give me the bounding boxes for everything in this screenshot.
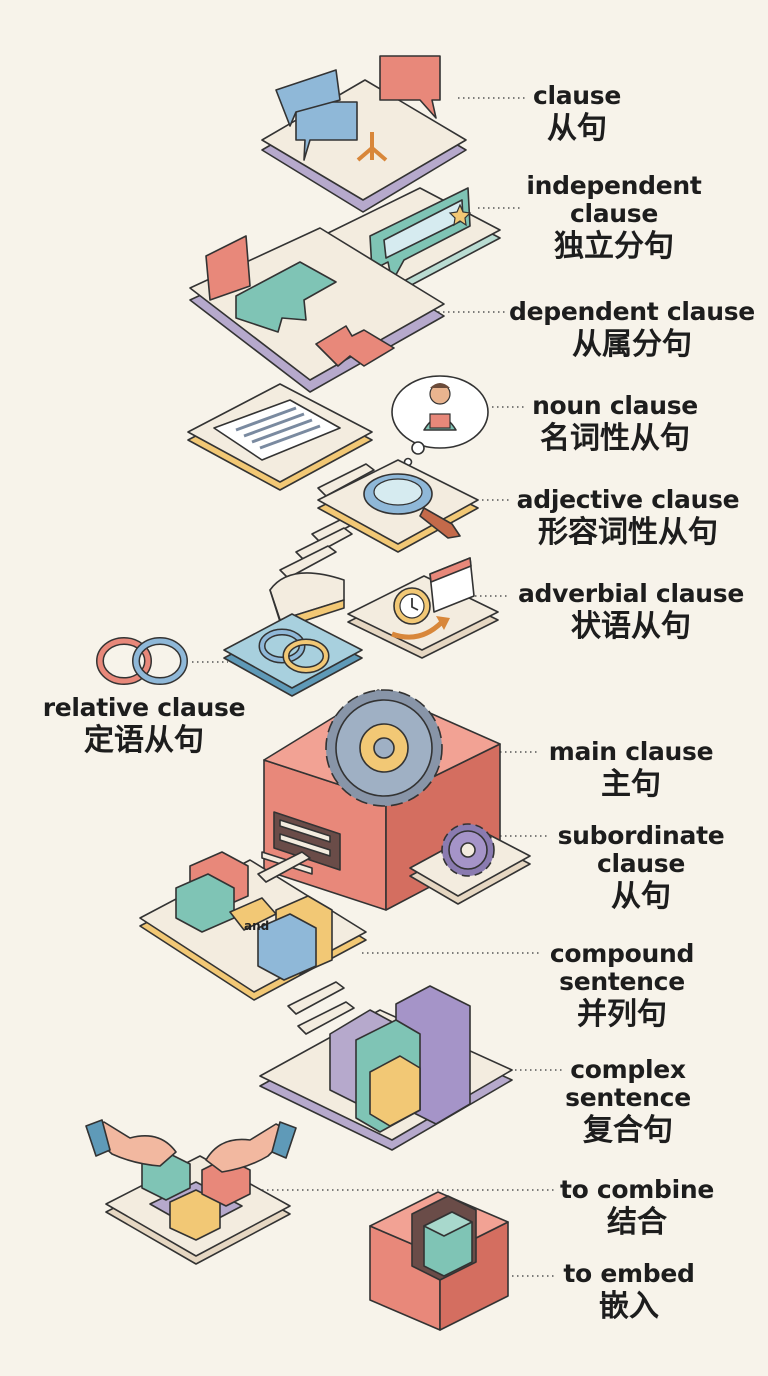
term-zh: 嵌入 — [599, 1289, 659, 1324]
adjective-clause-icon — [317, 459, 479, 553]
subordinate-clause-icon — [409, 823, 531, 905]
term-en: compound sentence — [549, 939, 695, 996]
term-zh: 并列句 — [577, 997, 667, 1032]
to-embed-icon — [369, 1191, 509, 1331]
leader-lines — [192, 97, 562, 1277]
term-en: relative clause — [42, 693, 246, 722]
term-zh: 定语从句 — [84, 723, 204, 758]
clause-icon — [261, 55, 467, 213]
term-zh: 从句 — [611, 879, 671, 914]
term-en: clause — [532, 81, 622, 110]
compound-sentence-icon: and — [139, 851, 367, 1001]
term-en: to combine — [559, 1175, 715, 1204]
term-en: main clause — [548, 737, 714, 766]
term-subordinate-clause: subordinate clause 从句 — [548, 822, 734, 914]
term-zh: 结合 — [607, 1205, 667, 1240]
term-en: adjective clause — [516, 485, 740, 514]
complex-sentence-icon — [259, 985, 513, 1151]
term-to-combine: to combine 结合 — [552, 1176, 722, 1240]
term-adverbial-clause: adverbial clause 状语从句 — [508, 580, 754, 644]
term-en: to embed — [563, 1259, 695, 1288]
term-en: dependent clause — [509, 297, 755, 326]
term-en: complex sentence — [565, 1055, 691, 1112]
term-zh: 复合句 — [583, 1113, 673, 1148]
term-zh: 主句 — [601, 767, 661, 802]
term-zh: 独立分句 — [554, 229, 674, 264]
dependent-clause-icon — [189, 227, 445, 393]
term-compound-sentence: compound sentence 并列句 — [542, 940, 702, 1032]
term-zh: 状语从句 — [571, 609, 691, 644]
noun-clause-icon — [187, 375, 489, 491]
term-en: independent clause — [526, 171, 702, 228]
term-en: subordinate clause — [557, 821, 725, 878]
term-clause: clause 从句 — [522, 82, 632, 146]
term-independent-clause: independent clause 独立分句 — [524, 172, 704, 264]
term-noun-clause: noun clause 名词性从句 — [524, 392, 706, 456]
term-to-embed: to embed 嵌入 — [556, 1260, 702, 1324]
relative-clause-icon — [96, 613, 363, 697]
term-en: adverbial clause — [517, 579, 745, 608]
term-complex-sentence: complex sentence 复合句 — [560, 1056, 696, 1148]
term-en: noun clause — [532, 391, 698, 420]
term-zh: 从句 — [547, 111, 607, 146]
term-zh: 形容词性从句 — [538, 515, 718, 550]
term-main-clause: main clause 主句 — [540, 738, 722, 802]
steps-lower — [257, 851, 355, 1035]
term-relative-clause: relative clause 定语从句 — [36, 694, 252, 758]
to-combine-icon — [85, 1119, 297, 1265]
term-adjective-clause: adjective clause 形容词性从句 — [508, 486, 748, 550]
term-dependent-clause: dependent clause 从属分句 — [506, 298, 758, 362]
term-zh: 名词性从句 — [540, 421, 690, 456]
adverbial-clause-icon — [347, 557, 499, 659]
term-zh: 从属分句 — [572, 327, 692, 362]
step-platform — [269, 572, 345, 621]
and-block-label: and — [244, 919, 269, 933]
